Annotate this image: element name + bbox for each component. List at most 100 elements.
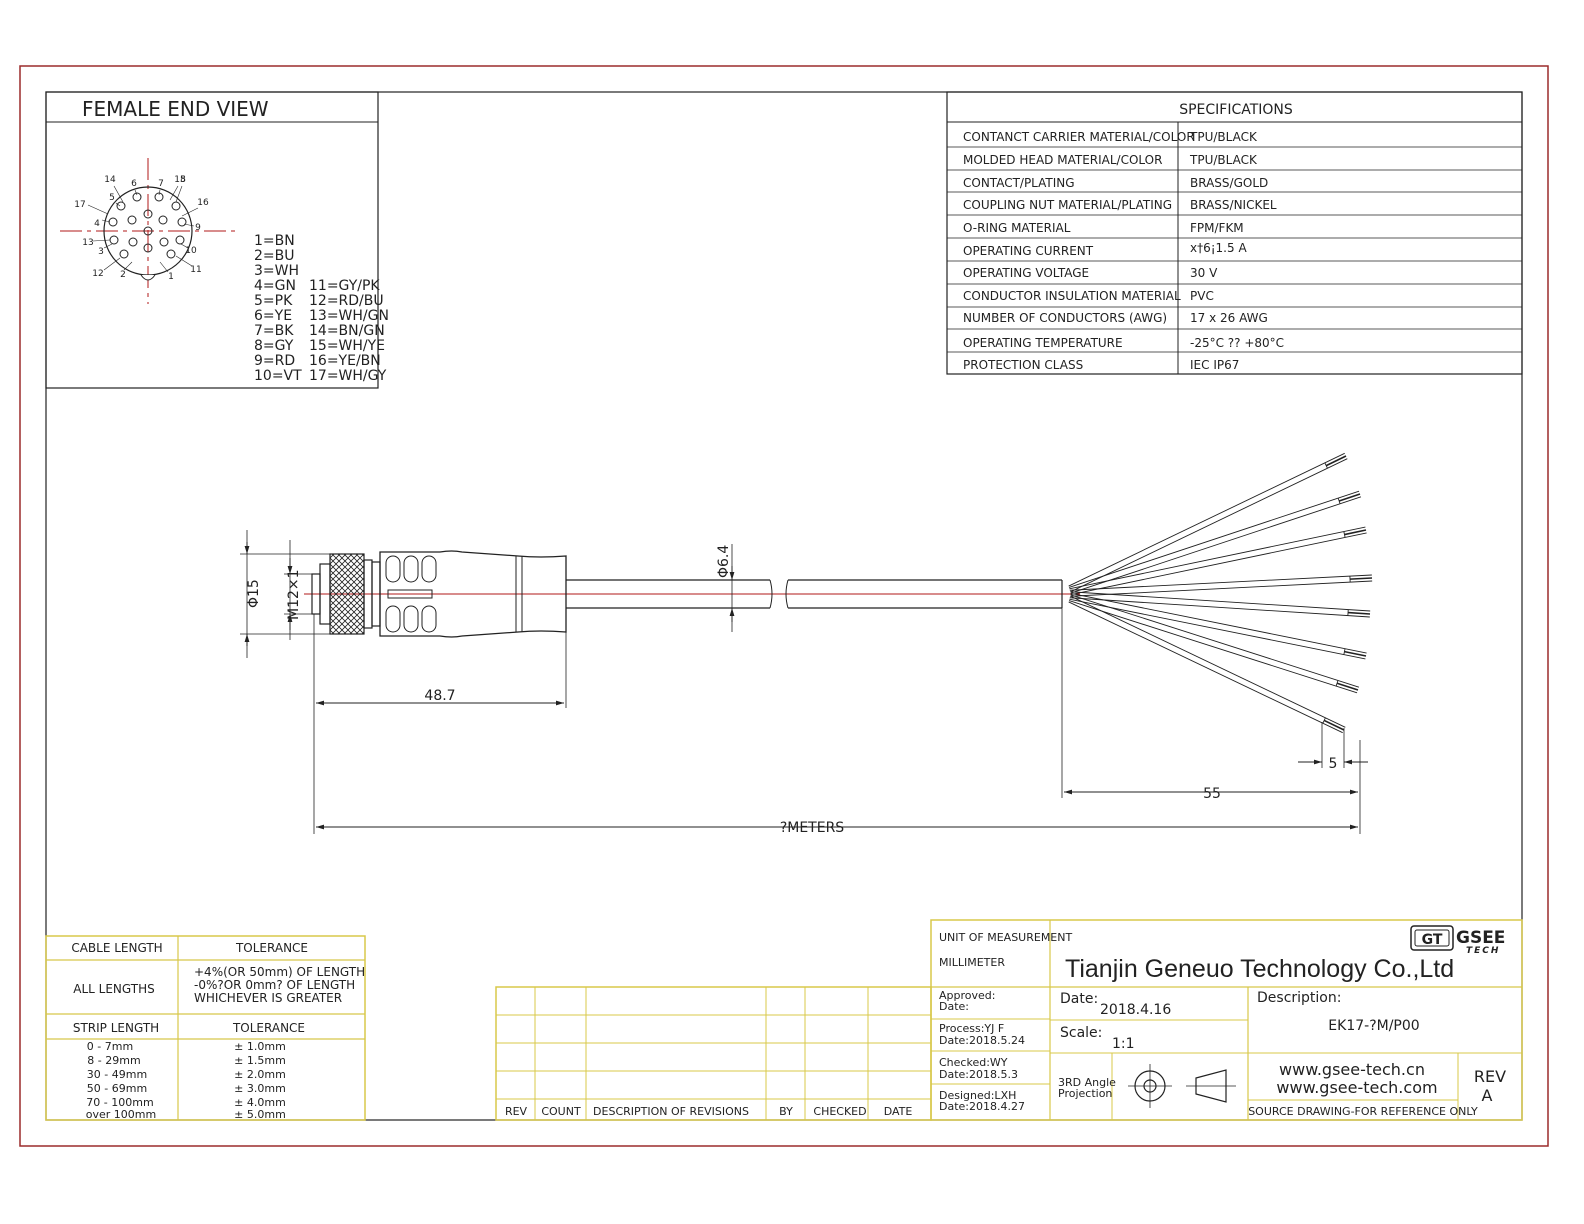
spec-value: TPU/BLACK	[1189, 130, 1258, 144]
stripped-conductor	[1325, 455, 1347, 467]
count-col-header: COUNT	[541, 1105, 581, 1118]
end-view-title: FEMALE END VIEW	[82, 97, 269, 121]
pin-color-entry: 2=BU	[254, 248, 295, 264]
strip-tol: ± 1.5mm	[234, 1054, 286, 1067]
date-label: Date:	[1060, 991, 1098, 1007]
spec-value: BRASS/NICKEL	[1190, 198, 1277, 212]
pin-leader-line	[159, 261, 169, 273]
pin-hole	[177, 217, 187, 227]
strip-tolerance-header: TOLERANCE	[232, 1021, 305, 1035]
logo-gt: GT	[1422, 932, 1443, 948]
dim-strip-length: 5	[1329, 756, 1338, 772]
conductor-wire	[1069, 597, 1370, 618]
source-note: SOURCE DRAWING-FOR REFERENCE ONLY	[1248, 1105, 1478, 1118]
rev-col-header: REV	[505, 1105, 528, 1118]
pin-leader-line	[169, 185, 179, 201]
specifications-title: SPECIFICATIONS	[1179, 102, 1293, 118]
conductor-wire	[1069, 574, 1372, 591]
description-col-header: DESCRIPTION OF REVISIONS	[593, 1105, 749, 1118]
pin-color-legend-right: 11=GY/PK 12=RD/BU 13=WH/GN 14=BN/GN 15=W…	[309, 278, 389, 384]
spec-label: MOLDED HEAD MATERIAL/COLOR	[963, 153, 1162, 167]
logo-tech: TECH	[1466, 946, 1500, 956]
tolerance-line: +4%(OR 50mm) OF LENGTH	[194, 965, 365, 979]
conductor-wire	[1068, 600, 1358, 694]
pin-hole	[159, 237, 169, 247]
stripped-conductor	[1347, 611, 1371, 615]
pin-leader-line	[101, 219, 111, 223]
pin-leader-line	[113, 185, 124, 203]
pin-hole	[158, 215, 168, 225]
tolerance-line: WHICHEVER IS GREATER	[194, 991, 342, 1005]
tolerance-table: CABLE LENGTH TOLERANCE ALL LENGTHS +4%(O…	[45, 935, 366, 1121]
pin-hole	[116, 201, 126, 211]
strip-range: 8 - 29mm	[87, 1054, 140, 1067]
pin-color-entry: 16=YE/BN	[309, 353, 381, 369]
by-col-header: BY	[779, 1105, 793, 1118]
tolerance-header: TOLERANCE	[235, 941, 308, 955]
pin-hole	[143, 243, 153, 253]
pin-leader-line	[181, 207, 199, 217]
title-block: UNIT OF MEASUREMENT MILLIMETER Tianjin G…	[930, 919, 1523, 1121]
dim-total-length: ?METERS	[780, 820, 844, 836]
approved-label: Approved:	[939, 989, 995, 1002]
conductor-fanout	[1068, 452, 1373, 734]
pin-leader-line	[180, 243, 189, 249]
strip-length-dimension: 5	[1298, 722, 1368, 772]
spec-label: OPERATING VOLTAGE	[963, 266, 1089, 280]
pin-hole	[166, 249, 176, 259]
pin-leader-line	[175, 255, 193, 267]
pin-color-entry: 4=GN	[254, 278, 296, 294]
conductor-wire	[1069, 526, 1366, 590]
stripped-conductor	[1338, 493, 1361, 502]
pin-hole	[119, 249, 129, 259]
spec-value: BRASS/GOLD	[1190, 176, 1268, 190]
spec-value: 17 x 26 AWG	[1190, 311, 1268, 325]
unit-label: UNIT OF MEASUREMENT	[939, 931, 1072, 944]
pin-number-label: 9	[195, 223, 201, 233]
pin-color-entry: 3=WH	[254, 263, 299, 279]
spec-label: OPERATING CURRENT	[963, 244, 1094, 258]
url-com: www.gsee-tech.com	[1276, 1078, 1437, 1097]
pin-number-label: 6	[131, 179, 137, 189]
pin-number-label: 3	[98, 247, 104, 257]
pin-color-entry: 9=RD	[254, 353, 295, 369]
checked-col-header: CHECKED	[813, 1105, 866, 1118]
company-name: Tianjin Geneuo Technology Co.,Ltd	[1065, 955, 1454, 983]
pin-number-label: 10	[185, 246, 197, 256]
stripped-conductor	[1349, 577, 1373, 580]
designed-label: Designed:LXH	[939, 1089, 1016, 1102]
strip-range: 0 - 7mm	[87, 1040, 133, 1053]
pin-hole	[127, 215, 137, 225]
pin-color-entry: 13=WH/GN	[309, 308, 389, 324]
pin-hole	[154, 192, 164, 202]
conductor-wire	[1070, 592, 1367, 654]
pin-number-label: 15	[174, 175, 185, 185]
rev-value: A	[1482, 1086, 1493, 1105]
description-label: Description:	[1257, 990, 1341, 1006]
pin-number-label: 2	[120, 270, 126, 280]
pin-color-entry: 6=YE	[254, 308, 292, 324]
specifications-table: SPECIFICATIONS CONTANCT CARRIER MATERIAL…	[946, 91, 1523, 375]
strip-range: over 100mm	[86, 1108, 156, 1121]
date-col-header: DATE	[884, 1105, 913, 1118]
checked-date: Date:2018.5.3	[939, 1068, 1018, 1081]
breakout-length-dimension: 55	[1061, 608, 1361, 834]
conductor-wire	[1068, 601, 1343, 734]
scale-value: 1:1	[1112, 1036, 1135, 1052]
cable-side-view: Φ15 M12×1 Φ6.4 48.7 5	[240, 452, 1373, 836]
stripped-conductor	[1336, 682, 1359, 691]
strip-range: 30 - 49mm	[87, 1068, 147, 1081]
tolerance-line: -0%?OR 0mm? OF LENGTH	[194, 978, 355, 992]
pin-number-label: 17	[74, 200, 85, 210]
strip-length-header: STRIP LENGTH	[73, 1021, 159, 1035]
pin-number-label: 8	[180, 175, 186, 185]
pin-hole	[128, 237, 138, 247]
conductor-wire	[1069, 598, 1366, 660]
cable-jacket	[566, 579, 1063, 609]
pin-leader-line	[175, 185, 183, 203]
conductor-wire	[1070, 580, 1373, 597]
conductor-wire	[1070, 532, 1367, 596]
pin-hole	[175, 235, 185, 245]
